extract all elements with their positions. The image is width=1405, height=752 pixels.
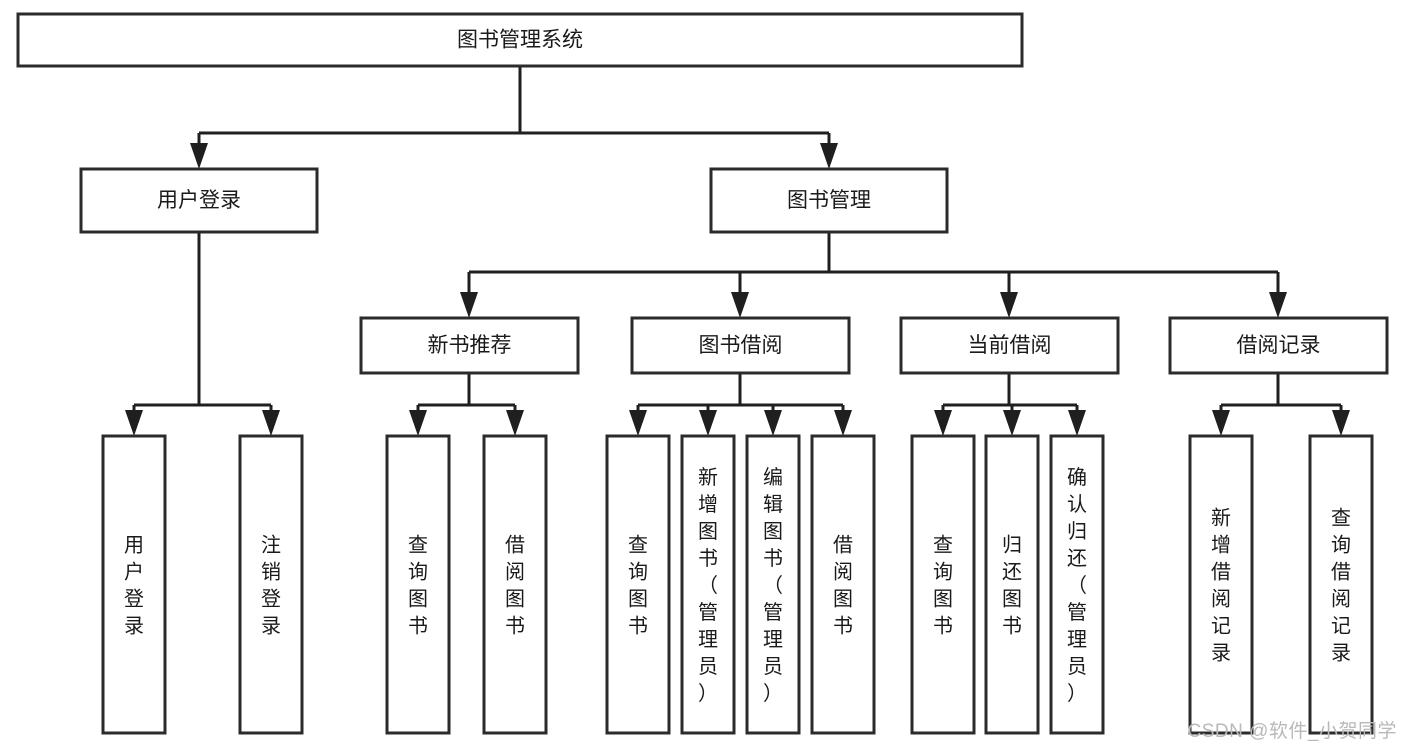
node-label: 确认归还（管理员） <box>1067 466 1087 705</box>
node-layer: 图书管理系统用户登录图书管理新书推荐图书借阅当前借阅借阅记录用户登录注销登录查询… <box>16 12 1389 735</box>
node-label: 用户登录 <box>124 535 144 638</box>
node-label: 图书借阅 <box>699 334 783 357</box>
node-leaf-borrow-book-2[interactable]: 借阅图书 <box>810 434 876 735</box>
node-leaf-add-book[interactable]: 新增图书（管理员） <box>680 434 736 735</box>
node-current-borrow[interactable]: 当前借阅 <box>899 316 1120 375</box>
node-leaf-query-record[interactable]: 查询借阅记录 <box>1308 434 1374 735</box>
node-book-borrow[interactable]: 图书借阅 <box>630 316 851 375</box>
node-label: 新书推荐 <box>428 334 512 357</box>
node-label: 查询图书 <box>408 534 428 638</box>
node-book-manage[interactable]: 图书管理 <box>709 167 949 234</box>
node-leaf-confirm-return[interactable]: 确认归还（管理员） <box>1049 434 1105 735</box>
node-leaf-borrow-book-1[interactable]: 借阅图书 <box>482 434 548 735</box>
node-label: 借阅记录 <box>1237 334 1321 357</box>
node-new-book-recommend[interactable]: 新书推荐 <box>359 316 580 375</box>
node-leaf-edit-book[interactable]: 编辑图书（管理员） <box>745 434 801 735</box>
node-label: 用户登录 <box>157 189 241 212</box>
node-label: 查询借阅记录 <box>1331 507 1351 665</box>
node-label: 查询图书 <box>628 534 648 638</box>
node-label: 查询图书 <box>933 534 953 638</box>
node-leaf-query-book-2[interactable]: 查询图书 <box>605 434 671 735</box>
node-label: 借阅图书 <box>505 534 525 638</box>
node-leaf-query-book-1[interactable]: 查询图书 <box>385 434 451 735</box>
connector-layer <box>125 66 1350 436</box>
node-label: 注销登录 <box>261 534 281 638</box>
node-label: 借阅图书 <box>833 534 853 638</box>
node-label: 新增图书（管理员） <box>698 466 718 705</box>
node-leaf-logout[interactable]: 注销登录 <box>238 434 304 735</box>
node-leaf-user-login[interactable]: 用户登录 <box>101 434 167 735</box>
node-leaf-return-book[interactable]: 归还图书 <box>984 434 1040 735</box>
node-leaf-query-book-3[interactable]: 查询图书 <box>910 434 976 735</box>
node-label: 新增借阅记录 <box>1211 507 1231 665</box>
node-user-login[interactable]: 用户登录 <box>79 167 319 234</box>
node-label: 图书管理系统 <box>457 29 583 52</box>
node-label: 归还图书 <box>1002 534 1022 638</box>
node-label: 编辑图书（管理员） <box>763 466 783 705</box>
node-root-book-management-system[interactable]: 图书管理系统 <box>16 12 1024 68</box>
node-leaf-add-record[interactable]: 新增借阅记录 <box>1188 434 1254 735</box>
node-label: 图书管理 <box>787 189 871 212</box>
node-label: 当前借阅 <box>968 334 1052 357</box>
node-borrow-record[interactable]: 借阅记录 <box>1168 316 1389 375</box>
